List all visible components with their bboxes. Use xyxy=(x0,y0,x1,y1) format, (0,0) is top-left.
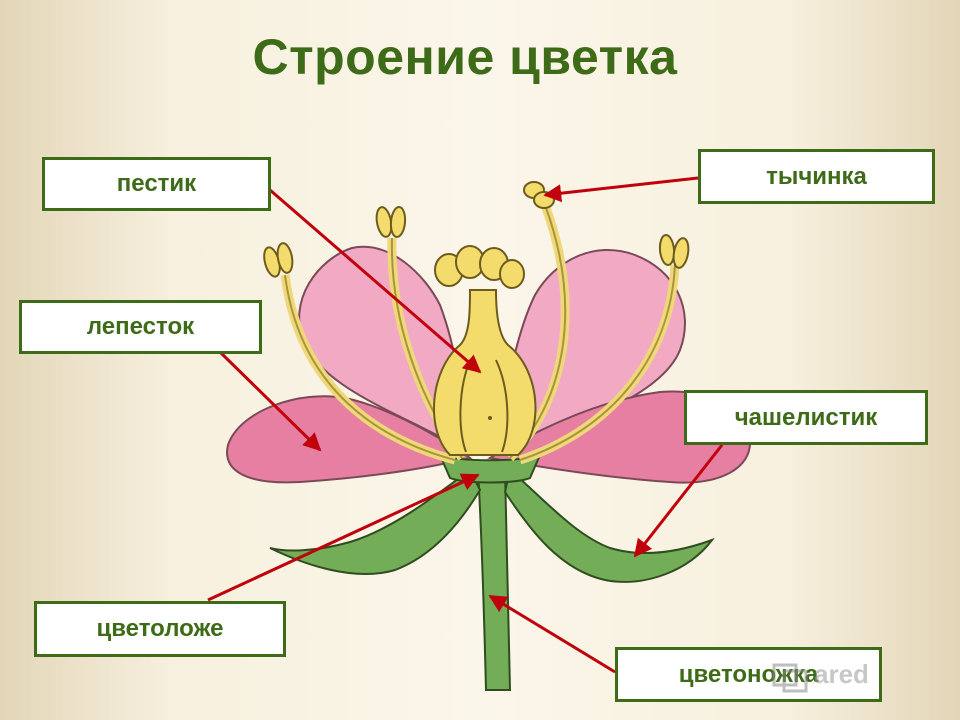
arrow-receptacle xyxy=(207,473,480,602)
label-receptacle: цветоложе xyxy=(34,601,286,657)
label-petal: лепесток xyxy=(19,300,262,354)
label-sepal: чашелистик xyxy=(684,390,928,445)
label-stamen: тычинка xyxy=(698,149,935,204)
pointer-arrows xyxy=(207,176,724,674)
arrow-peduncle xyxy=(488,594,616,674)
watermark: ared xyxy=(768,655,928,699)
peduncle-stem xyxy=(476,469,512,691)
sepal-left xyxy=(269,468,482,576)
arrow-sepal xyxy=(633,444,724,558)
pistil xyxy=(433,245,537,456)
arrow-petal xyxy=(218,350,322,452)
slide-logo-icon xyxy=(772,663,808,693)
anthers xyxy=(263,181,690,278)
sepal-right xyxy=(503,468,715,583)
label-pistil: пестик xyxy=(42,157,271,211)
arrow-pistil xyxy=(269,188,482,374)
watermark-text: ared xyxy=(814,659,869,689)
arrow-stamen xyxy=(543,176,699,203)
page-title: Строение цветка xyxy=(252,29,678,85)
